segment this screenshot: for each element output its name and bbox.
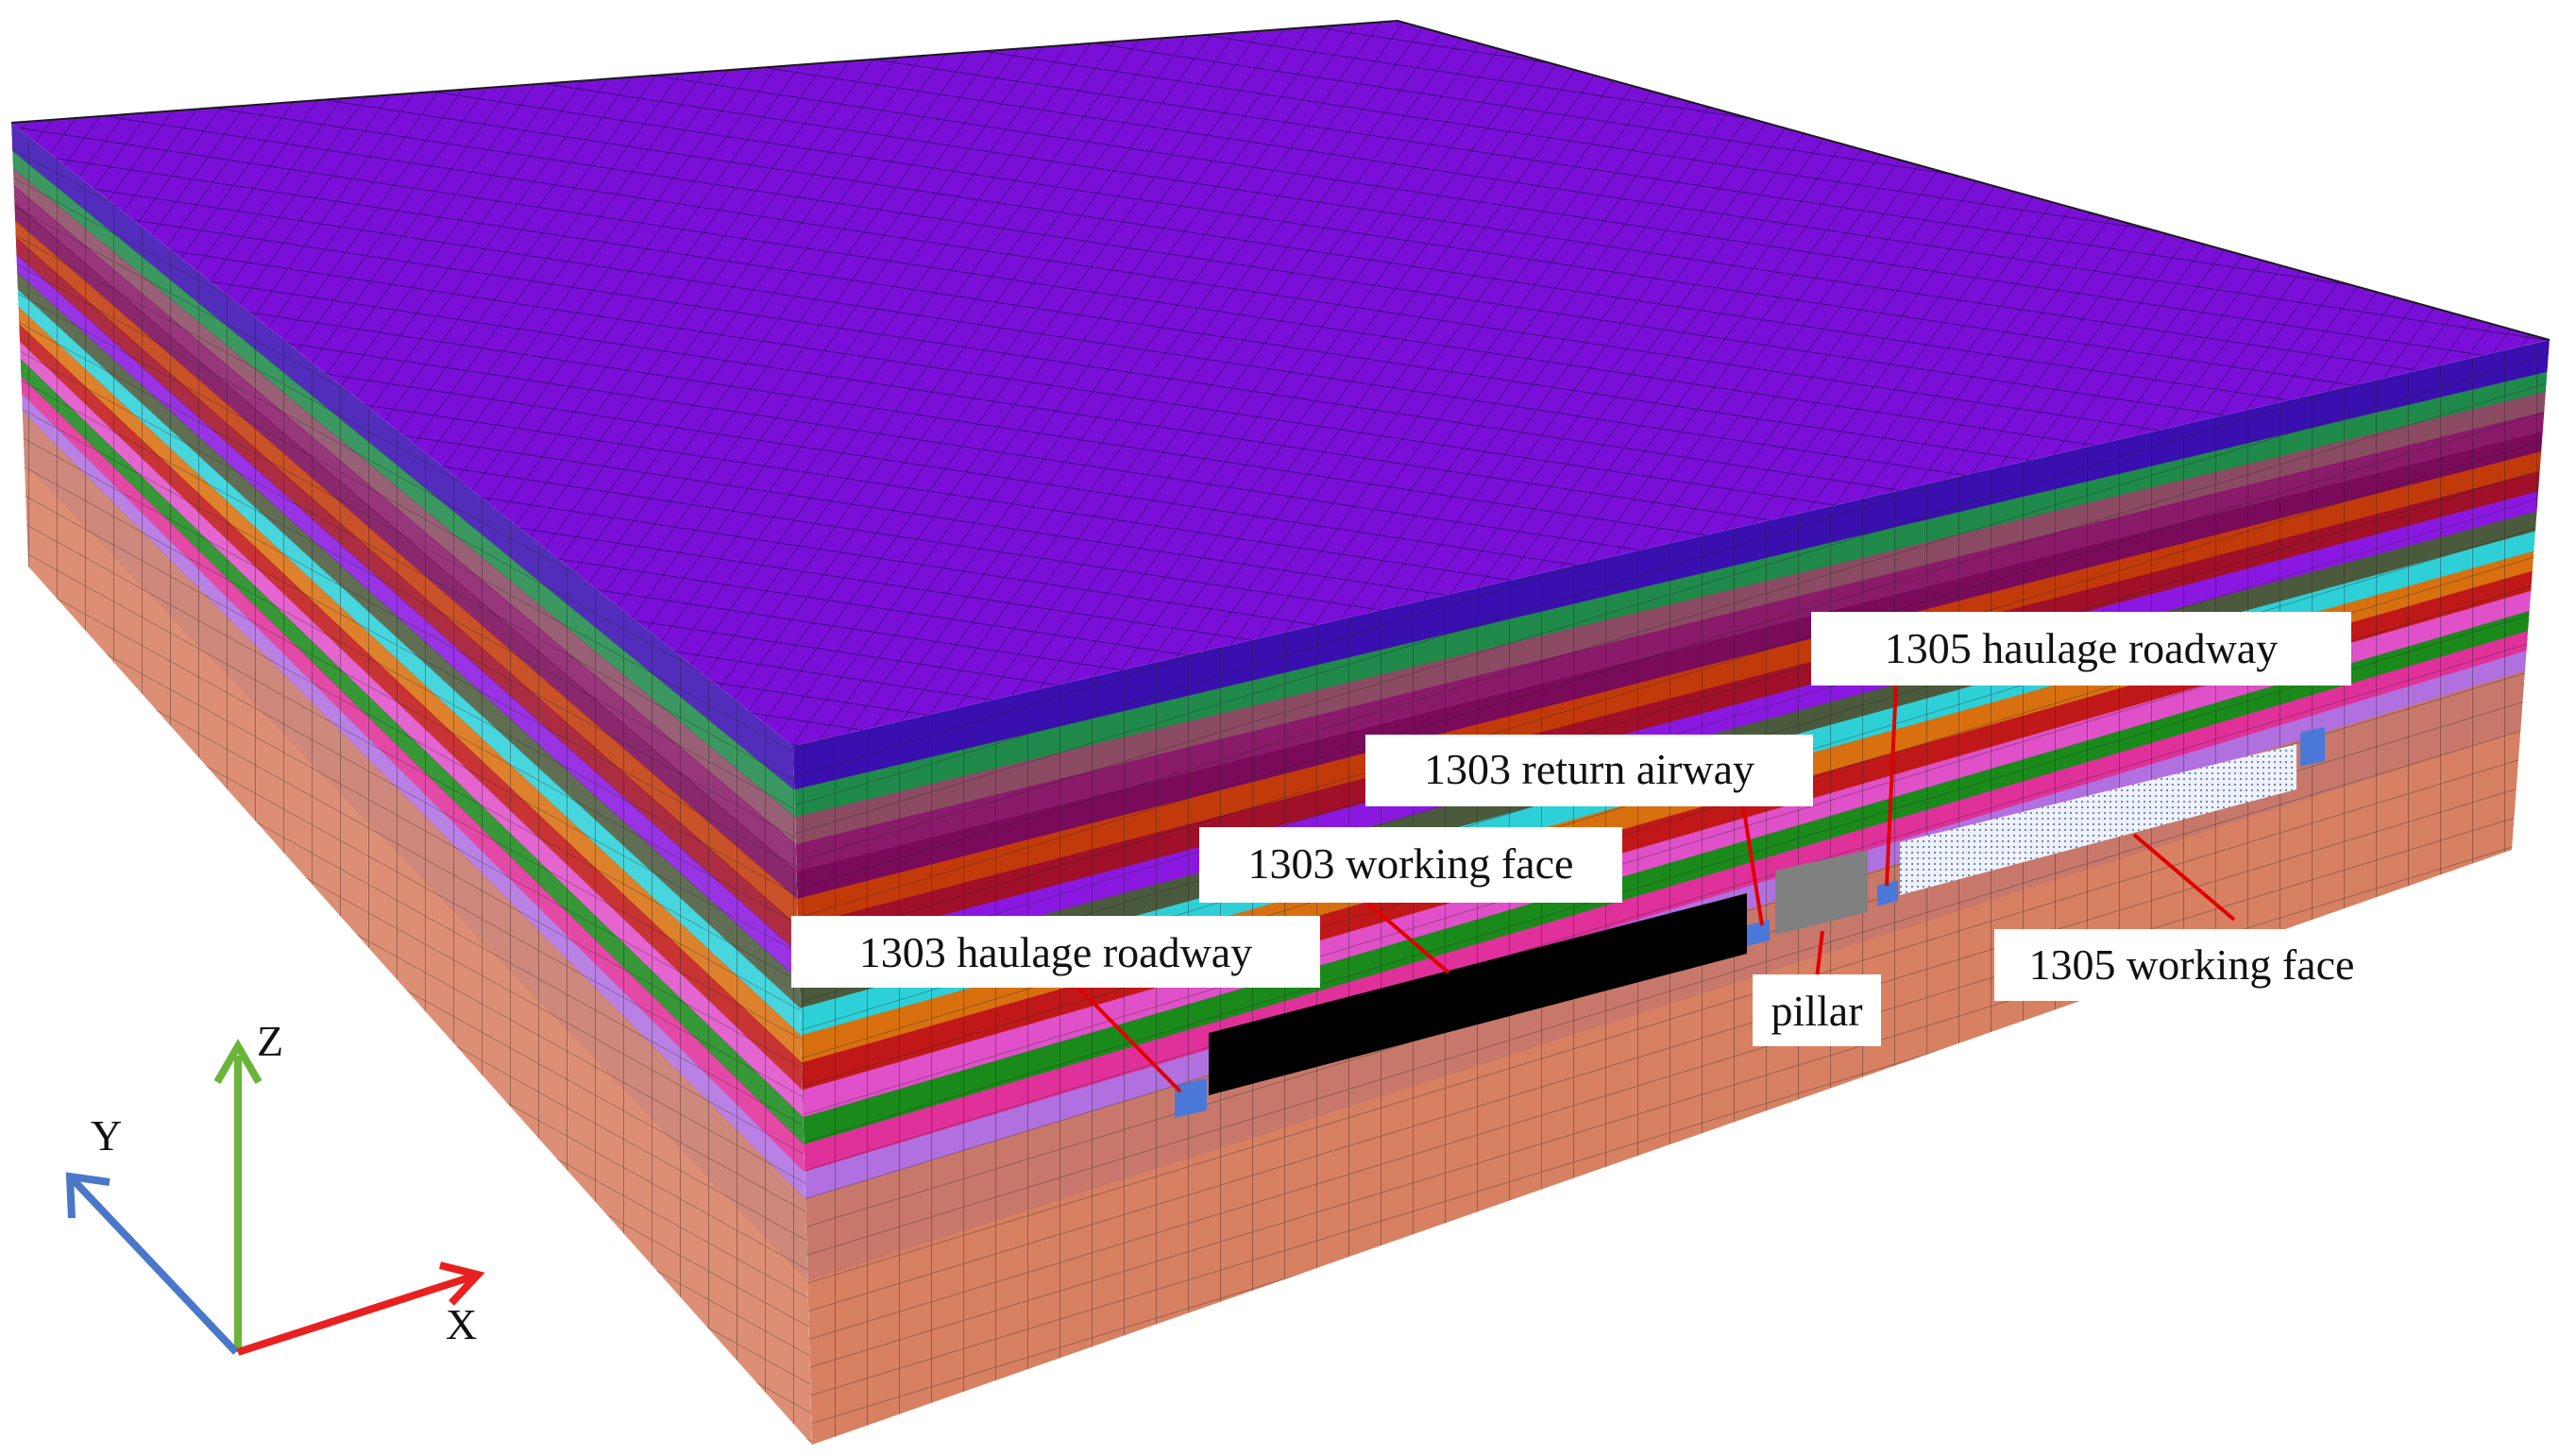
label-1303-haulage-roadway-text: 1303 haulage roadway <box>859 928 1252 976</box>
axis-triad: Z Y X <box>65 1017 485 1356</box>
y-axis-line <box>71 1177 239 1355</box>
working-face-1303 <box>1209 893 1747 1095</box>
label-pillar-text: pillar <box>1771 987 1862 1035</box>
x-axis-line <box>236 1273 474 1356</box>
label-1305-haulage-roadway: 1305 haulage roadway <box>1811 612 2351 686</box>
top-surface-mesh <box>11 21 2550 746</box>
pillar-block <box>1775 850 1868 935</box>
roadway-1305-haulage <box>1877 880 1898 906</box>
label-1303-return-airway-text: 1303 return airway <box>1424 745 1754 793</box>
roadway-1303-return <box>1747 920 1770 946</box>
leader-pillar <box>1815 930 1824 979</box>
leader-lines <box>1075 684 2236 1093</box>
leader-1305-working <box>2132 833 2236 922</box>
side-face-mesh <box>11 123 812 1445</box>
leader-1303-working <box>1365 901 1450 974</box>
label-1303-working-face: 1303 working face <box>1199 827 1622 903</box>
leader-1303-haulage <box>1075 984 1182 1093</box>
label-1305-haulage-roadway-text: 1305 haulage roadway <box>1885 624 2278 672</box>
label-1305-working-face: 1305 working face <box>1994 929 2389 1001</box>
label-1303-working-face-text: 1303 working face <box>1248 839 1574 888</box>
label-pillar: pillar <box>1753 974 1881 1046</box>
leader-1305-haulage <box>1885 684 1898 887</box>
working-face-1305 <box>1900 744 2296 895</box>
label-1303-haulage-roadway: 1303 haulage roadway <box>791 916 1320 988</box>
leader-1303-return <box>1741 804 1764 926</box>
x-axis-label: X <box>446 1300 477 1348</box>
roadway-1305-end <box>2300 727 2325 767</box>
label-1305-working-face-text: 1305 working face <box>2029 940 2355 989</box>
label-1303-return-airway: 1303 return airway <box>1365 735 1813 806</box>
roadway-1303-haulage <box>1175 1078 1207 1118</box>
z-axis-arrowhead <box>213 1039 263 1085</box>
y-axis-label: Y <box>91 1111 122 1160</box>
model-outline <box>10 19 2551 341</box>
z-axis-label: Z <box>257 1017 283 1065</box>
x-axis-arrowhead <box>439 1261 485 1306</box>
y-axis-arrowhead <box>65 1172 110 1219</box>
